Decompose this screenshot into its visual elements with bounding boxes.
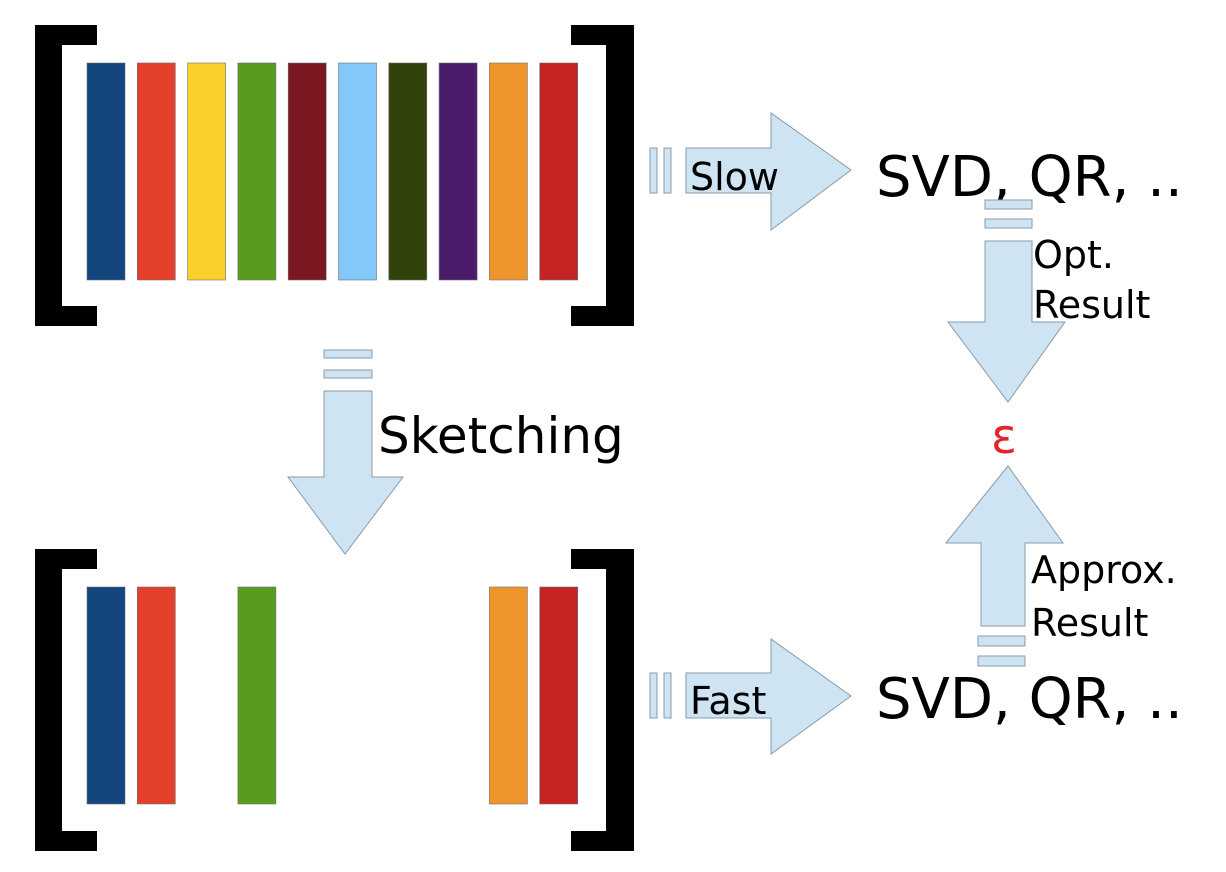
matrix-column-3 [187,62,226,281]
matrix-column-6 [338,62,377,281]
matrix-column-9 [489,62,528,281]
sketching-label: Sketching [378,407,624,465]
full-matrix-left-bracket [35,25,97,326]
sketched-matrix-columns [86,586,579,805]
approx-result-label-line2: Result [1031,601,1148,645]
sketched-matrix [35,549,634,851]
opt-result-arrow [947,199,1066,403]
matrix-column-5 [287,62,327,281]
opt-result-label-line1: Opt. [1033,233,1114,277]
full-matrix [35,25,634,326]
matrix-column-10 [539,586,579,805]
matrix-column-4 [237,62,277,281]
matrix-column-8 [438,62,478,281]
slow-arrow [649,112,852,231]
slow-label: Slow [690,155,779,199]
matrix-column-10 [539,62,579,281]
matrix-column-9 [489,586,528,805]
sketched-matrix-left-bracket [35,549,97,851]
approx-result-arrow [944,465,1064,667]
sketching-arrow [287,349,405,555]
matrix-column-1 [86,586,126,805]
full-matrix-columns [86,62,579,281]
full-matrix-right-bracket [571,25,634,326]
matrix-column-1 [86,62,126,281]
svd-qr-bottom: SVD, QR, .. [876,667,1183,732]
matrix-column-7 [388,62,428,281]
matrix-column-2 [137,586,176,805]
fast-arrow [649,638,852,755]
approx-result-label-line1: Approx. [1031,548,1177,592]
svd-qr-top: SVD, QR, .. [876,145,1183,210]
matrix-column-4 [237,586,277,805]
opt-result-label-line2: Result [1033,283,1150,327]
epsilon-symbol: ε [991,409,1017,465]
sketched-matrix-right-bracket [571,549,634,851]
matrix-column-2 [137,62,176,281]
fast-label: Fast [690,679,766,723]
